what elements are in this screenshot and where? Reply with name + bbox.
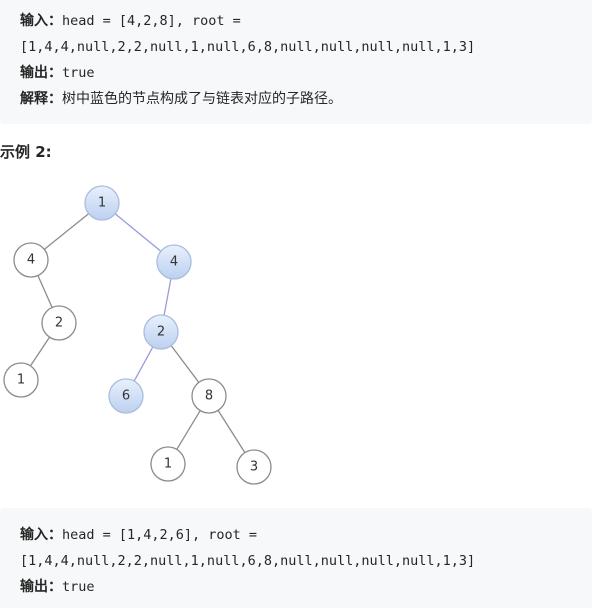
example-2-input-line: 输入：head = [1,4,2,6], root = <box>20 522 592 548</box>
output-value: true <box>62 579 95 595</box>
tree-node-value: 1 <box>98 196 106 211</box>
tree-node-circle <box>13 242 49 278</box>
tree-node-value: 4 <box>27 253 35 268</box>
input-value: head = [1,4,2,6], root = <box>62 527 258 543</box>
tree-edge-left4-left2 <box>37 275 53 308</box>
tree-node-value: 8 <box>205 389 213 404</box>
tree-node-left4: 4 <box>13 242 49 278</box>
tree-nodes: 1 4 4 2 2 1 6 8 1 3 <box>3 185 272 485</box>
tree-node-circle <box>84 185 120 221</box>
example-2-title: 示例 2: <box>0 143 52 161</box>
tree-node-circle <box>156 244 192 280</box>
tree-node-circle <box>143 314 179 350</box>
tree-node-circle <box>150 446 186 482</box>
explanation-label: 解释： <box>20 91 62 107</box>
example-1-output-line: 输出：true <box>20 60 592 86</box>
tree-node-root: 1 <box>84 185 120 221</box>
input-label: 输入： <box>20 13 62 29</box>
tree-node-leaf1a: 1 <box>3 362 39 398</box>
tree-node-circle <box>41 305 77 341</box>
tree-edges <box>29 213 246 453</box>
tree-node-right2: 2 <box>143 314 179 350</box>
tree-node-value: 1 <box>164 457 172 472</box>
tree-edge-right2-node8 <box>170 345 200 383</box>
tree-node-circle <box>236 449 272 485</box>
tree-node-value: 1 <box>17 373 25 388</box>
tree-edge-root-right4 <box>114 213 162 252</box>
tree-node-circle <box>3 362 39 398</box>
tree-node-leaf3: 3 <box>236 449 272 485</box>
tree-node-node8: 8 <box>191 378 227 414</box>
example-2-output-line: 输出：true <box>20 574 592 600</box>
tree-edge-right2-leaf6 <box>133 346 154 382</box>
tree-node-leaf1b: 1 <box>150 446 186 482</box>
explanation-text: 树中蓝色的节点构成了与链表对应的子路径。 <box>62 91 342 107</box>
tree-node-value: 3 <box>250 460 258 475</box>
tree-node-value: 6 <box>122 389 130 404</box>
example-1-input-line: 输入：head = [4,2,8], root = <box>20 8 592 34</box>
tree-node-circle <box>191 378 227 414</box>
tree-edge-right4-right2 <box>163 278 172 316</box>
output-label: 输出： <box>20 65 62 81</box>
tree-node-value: 2 <box>55 316 63 331</box>
example-2-input-continuation: [1,4,4,null,2,2,null,1,null,6,8,null,nul… <box>20 553 476 569</box>
tree-edge-root-left4 <box>43 213 90 250</box>
input-value: head = [4,2,8], root = <box>62 13 241 29</box>
tree-node-right4: 4 <box>156 244 192 280</box>
tree-node-value: 4 <box>170 255 178 270</box>
example-1-explanation-line: 解释：树中蓝色的节点构成了与链表对应的子路径。 <box>20 86 592 112</box>
output-value: true <box>62 65 95 81</box>
tree-node-left2: 2 <box>41 305 77 341</box>
tree-edge-node8-leaf1b <box>176 410 201 450</box>
tree-node-leaf6: 6 <box>108 378 144 414</box>
example-2-block: 输入：head = [1,4,2,6], root = [1,4,4,null,… <box>0 508 592 608</box>
tree-edge-left2-leaf1a <box>29 336 51 367</box>
tree-node-value: 2 <box>157 325 165 340</box>
tree-node-circle <box>108 378 144 414</box>
tree-edge-node8-leaf3 <box>217 410 246 453</box>
input-label: 输入： <box>20 527 62 543</box>
example-1-block: 输入：head = [4,2,8], root = [1,4,4,null,2,… <box>0 0 592 124</box>
binary-tree-diagram: 1 4 4 2 2 1 6 8 1 3 <box>3 185 272 485</box>
example-1-input-continuation: [1,4,4,null,2,2,null,1,null,6,8,null,nul… <box>20 39 476 55</box>
output-label: 输出： <box>20 579 62 595</box>
